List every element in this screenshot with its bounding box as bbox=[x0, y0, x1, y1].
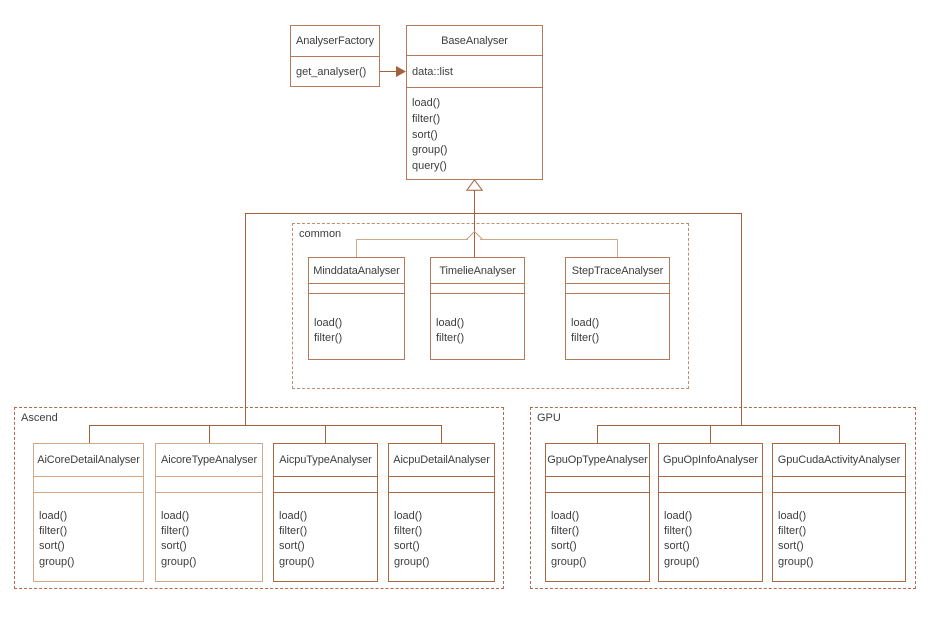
common-connector-left bbox=[356, 239, 468, 240]
class-name: GpuOpTypeAnalyser bbox=[547, 454, 648, 466]
method-label: group() bbox=[39, 555, 75, 568]
method-label: load() bbox=[412, 97, 441, 109]
method-label: sort() bbox=[778, 540, 804, 553]
class-name: AicoreTypeAnalyser bbox=[160, 454, 258, 466]
method-label: group() bbox=[412, 144, 448, 157]
class-name: AnalyserFactory bbox=[296, 35, 374, 47]
group-gpu: GPU bbox=[530, 407, 916, 589]
class-box-baseanalyser: BaseAnalyser data::list load() filter() … bbox=[406, 25, 543, 180]
method-label: sort() bbox=[412, 128, 438, 141]
common-connector-right bbox=[480, 239, 617, 240]
stub-aicputype bbox=[325, 425, 326, 443]
class-box-aicputypeanalyser: AicpuTypeAnalyser load() filter() sort()… bbox=[273, 443, 378, 582]
class-name: AiCoreDetailAnalyser bbox=[37, 454, 140, 466]
method-label: load() bbox=[161, 510, 190, 522]
method-label: sort() bbox=[39, 540, 65, 553]
method-label: sort() bbox=[551, 540, 577, 553]
class-name: BaseAnalyser bbox=[441, 34, 508, 47]
group-gpu-label: GPU bbox=[537, 412, 561, 424]
stub-gpuoptype bbox=[597, 425, 598, 443]
method-label: get_analyser() bbox=[296, 66, 367, 78]
stub-steptrace bbox=[617, 239, 618, 257]
method-label: filter() bbox=[394, 525, 423, 538]
class-box-aicoretypeanalyser: AicoreTypeAnalyser load() filter() sort(… bbox=[155, 443, 263, 582]
method-label: sort() bbox=[161, 540, 187, 553]
class-name: GpuCudaActivityAnalyser bbox=[777, 454, 901, 466]
branch-line-to-gpu bbox=[741, 213, 742, 425]
class-box-timelieanalyser: TimelieAnalyser load() filter() bbox=[430, 257, 525, 360]
class-name: GpuOpInfoAnalyser bbox=[663, 454, 758, 466]
method-label: filter() bbox=[436, 332, 465, 345]
merge-chevron-icon bbox=[466, 231, 483, 240]
method-label: load() bbox=[778, 510, 807, 522]
class-name: AicpuTypeAnalyser bbox=[279, 454, 372, 466]
method-label: group() bbox=[778, 555, 814, 568]
class-box-minddataanalyser: MinddataAnalyser load() filter() bbox=[308, 257, 405, 360]
method-label: group() bbox=[161, 555, 197, 568]
method-label: filter() bbox=[664, 525, 693, 538]
method-label: filter() bbox=[314, 332, 343, 345]
stub-aicpudetail bbox=[441, 425, 442, 443]
arrowhead-icon bbox=[396, 66, 406, 77]
association-line bbox=[380, 71, 398, 72]
group-common: common bbox=[292, 223, 689, 389]
stub-aicoredetail bbox=[89, 425, 90, 443]
method-label: sort() bbox=[394, 540, 420, 553]
stub-gpucuda bbox=[839, 425, 840, 443]
method-label: filter() bbox=[161, 525, 190, 538]
method-label: group() bbox=[664, 555, 700, 568]
class-box-gpuoptypeanalyser: GpuOpTypeAnalyser load() filter() sort()… bbox=[545, 443, 650, 582]
attribute-label: data::list bbox=[412, 66, 453, 78]
class-box-aicoredetailanalyser: AiCoreDetailAnalyser load() filter() sor… bbox=[33, 443, 144, 582]
class-name: StepTraceAnalyser bbox=[571, 264, 664, 277]
class-box-gpucudaactivityanalyser: GpuCudaActivityAnalyser load() filter() … bbox=[772, 443, 906, 582]
method-label: query() bbox=[412, 160, 447, 173]
class-name: MinddataAnalyser bbox=[313, 264, 400, 277]
inheritance-trunk-line bbox=[474, 190, 475, 257]
class-box-analyserfactory: AnalyserFactory get_analyser() bbox=[290, 25, 380, 87]
method-label: filter() bbox=[39, 525, 68, 538]
method-label: filter() bbox=[551, 525, 580, 538]
method-label: load() bbox=[279, 510, 308, 522]
method-label: group() bbox=[279, 555, 315, 568]
stub-minddata bbox=[356, 239, 357, 257]
method-label: load() bbox=[394, 510, 423, 522]
method-label: sort() bbox=[279, 540, 305, 553]
method-label: load() bbox=[664, 510, 693, 522]
method-label: load() bbox=[39, 510, 68, 522]
class-box-gpuopinfoanalyser: GpuOpInfoAnalyser load() filter() sort()… bbox=[658, 443, 763, 582]
method-label: load() bbox=[314, 317, 343, 329]
method-label: filter() bbox=[279, 525, 308, 538]
group-ascend: Ascend bbox=[14, 407, 504, 589]
class-name: AicpuDetailAnalyser bbox=[393, 454, 490, 466]
method-label: filter() bbox=[571, 332, 600, 345]
method-label: sort() bbox=[664, 540, 690, 553]
method-label: load() bbox=[551, 510, 580, 522]
method-label: load() bbox=[436, 317, 465, 329]
method-label: load() bbox=[571, 317, 600, 329]
class-name: TimelieAnalyser bbox=[439, 264, 516, 277]
method-label: filter() bbox=[412, 112, 441, 125]
method-label: filter() bbox=[778, 525, 807, 538]
class-box-steptraceanalyser: StepTraceAnalyser load() filter() bbox=[565, 257, 670, 360]
method-label: group() bbox=[551, 555, 587, 568]
gpu-connector bbox=[597, 425, 839, 426]
group-ascend-label: Ascend bbox=[21, 412, 58, 424]
stub-gpuopinfo bbox=[710, 425, 711, 443]
ascend-connector bbox=[89, 425, 441, 426]
branch-line-horizontal bbox=[245, 213, 742, 214]
branch-line-to-ascend bbox=[245, 213, 246, 425]
method-label: group() bbox=[394, 555, 430, 568]
group-common-label: common bbox=[299, 228, 342, 240]
stub-aicoretype bbox=[209, 425, 210, 443]
class-box-aicpudetailanalyser: AicpuDetailAnalyser load() filter() sort… bbox=[388, 443, 495, 582]
